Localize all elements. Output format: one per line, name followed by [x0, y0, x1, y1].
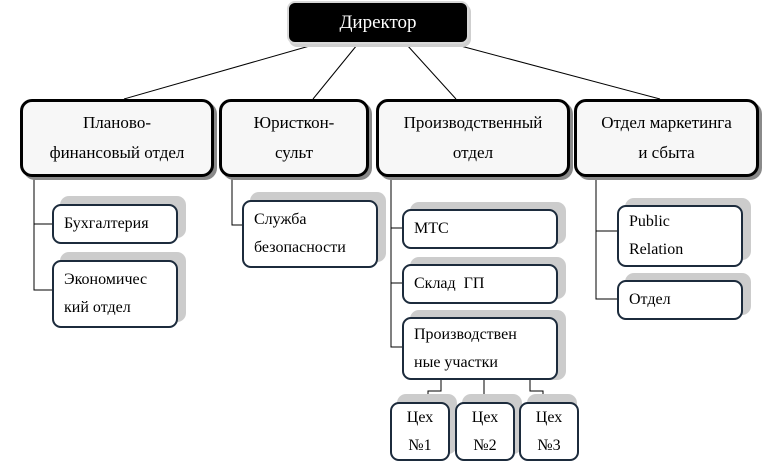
connector-marketing-children: [595, 178, 617, 300]
connector-production-children: [390, 178, 402, 348]
unit-accounting-label: Бухгалтерия: [64, 215, 149, 232]
dept-planning-line2: финансовый отдел: [49, 143, 185, 162]
unit-mts[interactable]: МТС: [402, 209, 558, 249]
unit-department-label: Отдел: [629, 291, 671, 308]
dept-legal-line1: Юристкон-: [253, 113, 335, 132]
director-label: Директор: [339, 11, 417, 33]
workshop-3-line2: №3: [537, 436, 561, 454]
unit-pr-line1: Public: [629, 213, 670, 230]
unit-mts-label: МТС: [414, 220, 449, 237]
connector-director-production: [406, 44, 457, 100]
workshop-1-line2: №1: [408, 436, 432, 454]
unit-economic-line2: кий отдел: [64, 299, 131, 316]
dept-marketing[interactable]: Отдел маркетинга и сбыта: [574, 99, 759, 177]
unit-production-sites-line2: ные участки: [414, 353, 498, 371]
workshop-2-line2: №2: [473, 436, 497, 454]
unit-security-line2: безопасности: [254, 239, 346, 256]
dept-planning[interactable]: Планово-финансовый отдел: [20, 99, 214, 177]
connector-director-planning: [123, 44, 314, 100]
dept-planning-line1: Планово-: [83, 113, 151, 132]
workshop-2[interactable]: Цех №2: [455, 402, 515, 461]
workshop-2-line1: Цех: [471, 408, 499, 426]
dept-production-line1: Производственный: [403, 113, 543, 132]
director-box[interactable]: Директор: [287, 1, 469, 44]
unit-security-line1: Служба: [254, 211, 307, 228]
workshop-3-line1: Цех: [535, 408, 563, 426]
unit-accounting[interactable]: Бухгалтерия: [52, 204, 178, 244]
unit-warehouse-label: Склад ГП: [414, 275, 485, 292]
dept-legal-line2: сульт: [274, 143, 314, 162]
connector-director-marketing: [456, 44, 661, 100]
unit-department[interactable]: Отдел: [617, 280, 743, 320]
dept-marketing-line1: Отдел маркетинга: [601, 113, 732, 132]
dept-legal[interactable]: Юристкон-сульт: [219, 99, 369, 177]
workshop-1-line1: Цех: [406, 408, 434, 426]
dept-marketing-line2: и сбыта: [638, 143, 695, 162]
unit-economic-line1: Экономичес: [64, 271, 148, 288]
dept-production-line2: отдел: [452, 143, 494, 162]
unit-pr-line2: Relation: [629, 241, 684, 258]
unit-production-sites-line1: Производствен: [414, 325, 517, 343]
unit-economic[interactable]: Экономичес кий отдел: [52, 260, 178, 328]
unit-security[interactable]: Служба безопасности: [242, 200, 378, 268]
workshop-3[interactable]: Цех №3: [519, 402, 579, 461]
connector-director-legal: [312, 44, 358, 100]
connector-legal-children: [231, 178, 242, 226]
unit-production-sites[interactable]: Производствен ные участки: [402, 317, 558, 380]
connector-planning-children: [33, 178, 52, 291]
workshop-1[interactable]: Цех №1: [390, 402, 450, 461]
dept-production[interactable]: Производственный отдел: [376, 99, 570, 177]
unit-warehouse[interactable]: Склад ГП: [402, 264, 558, 304]
